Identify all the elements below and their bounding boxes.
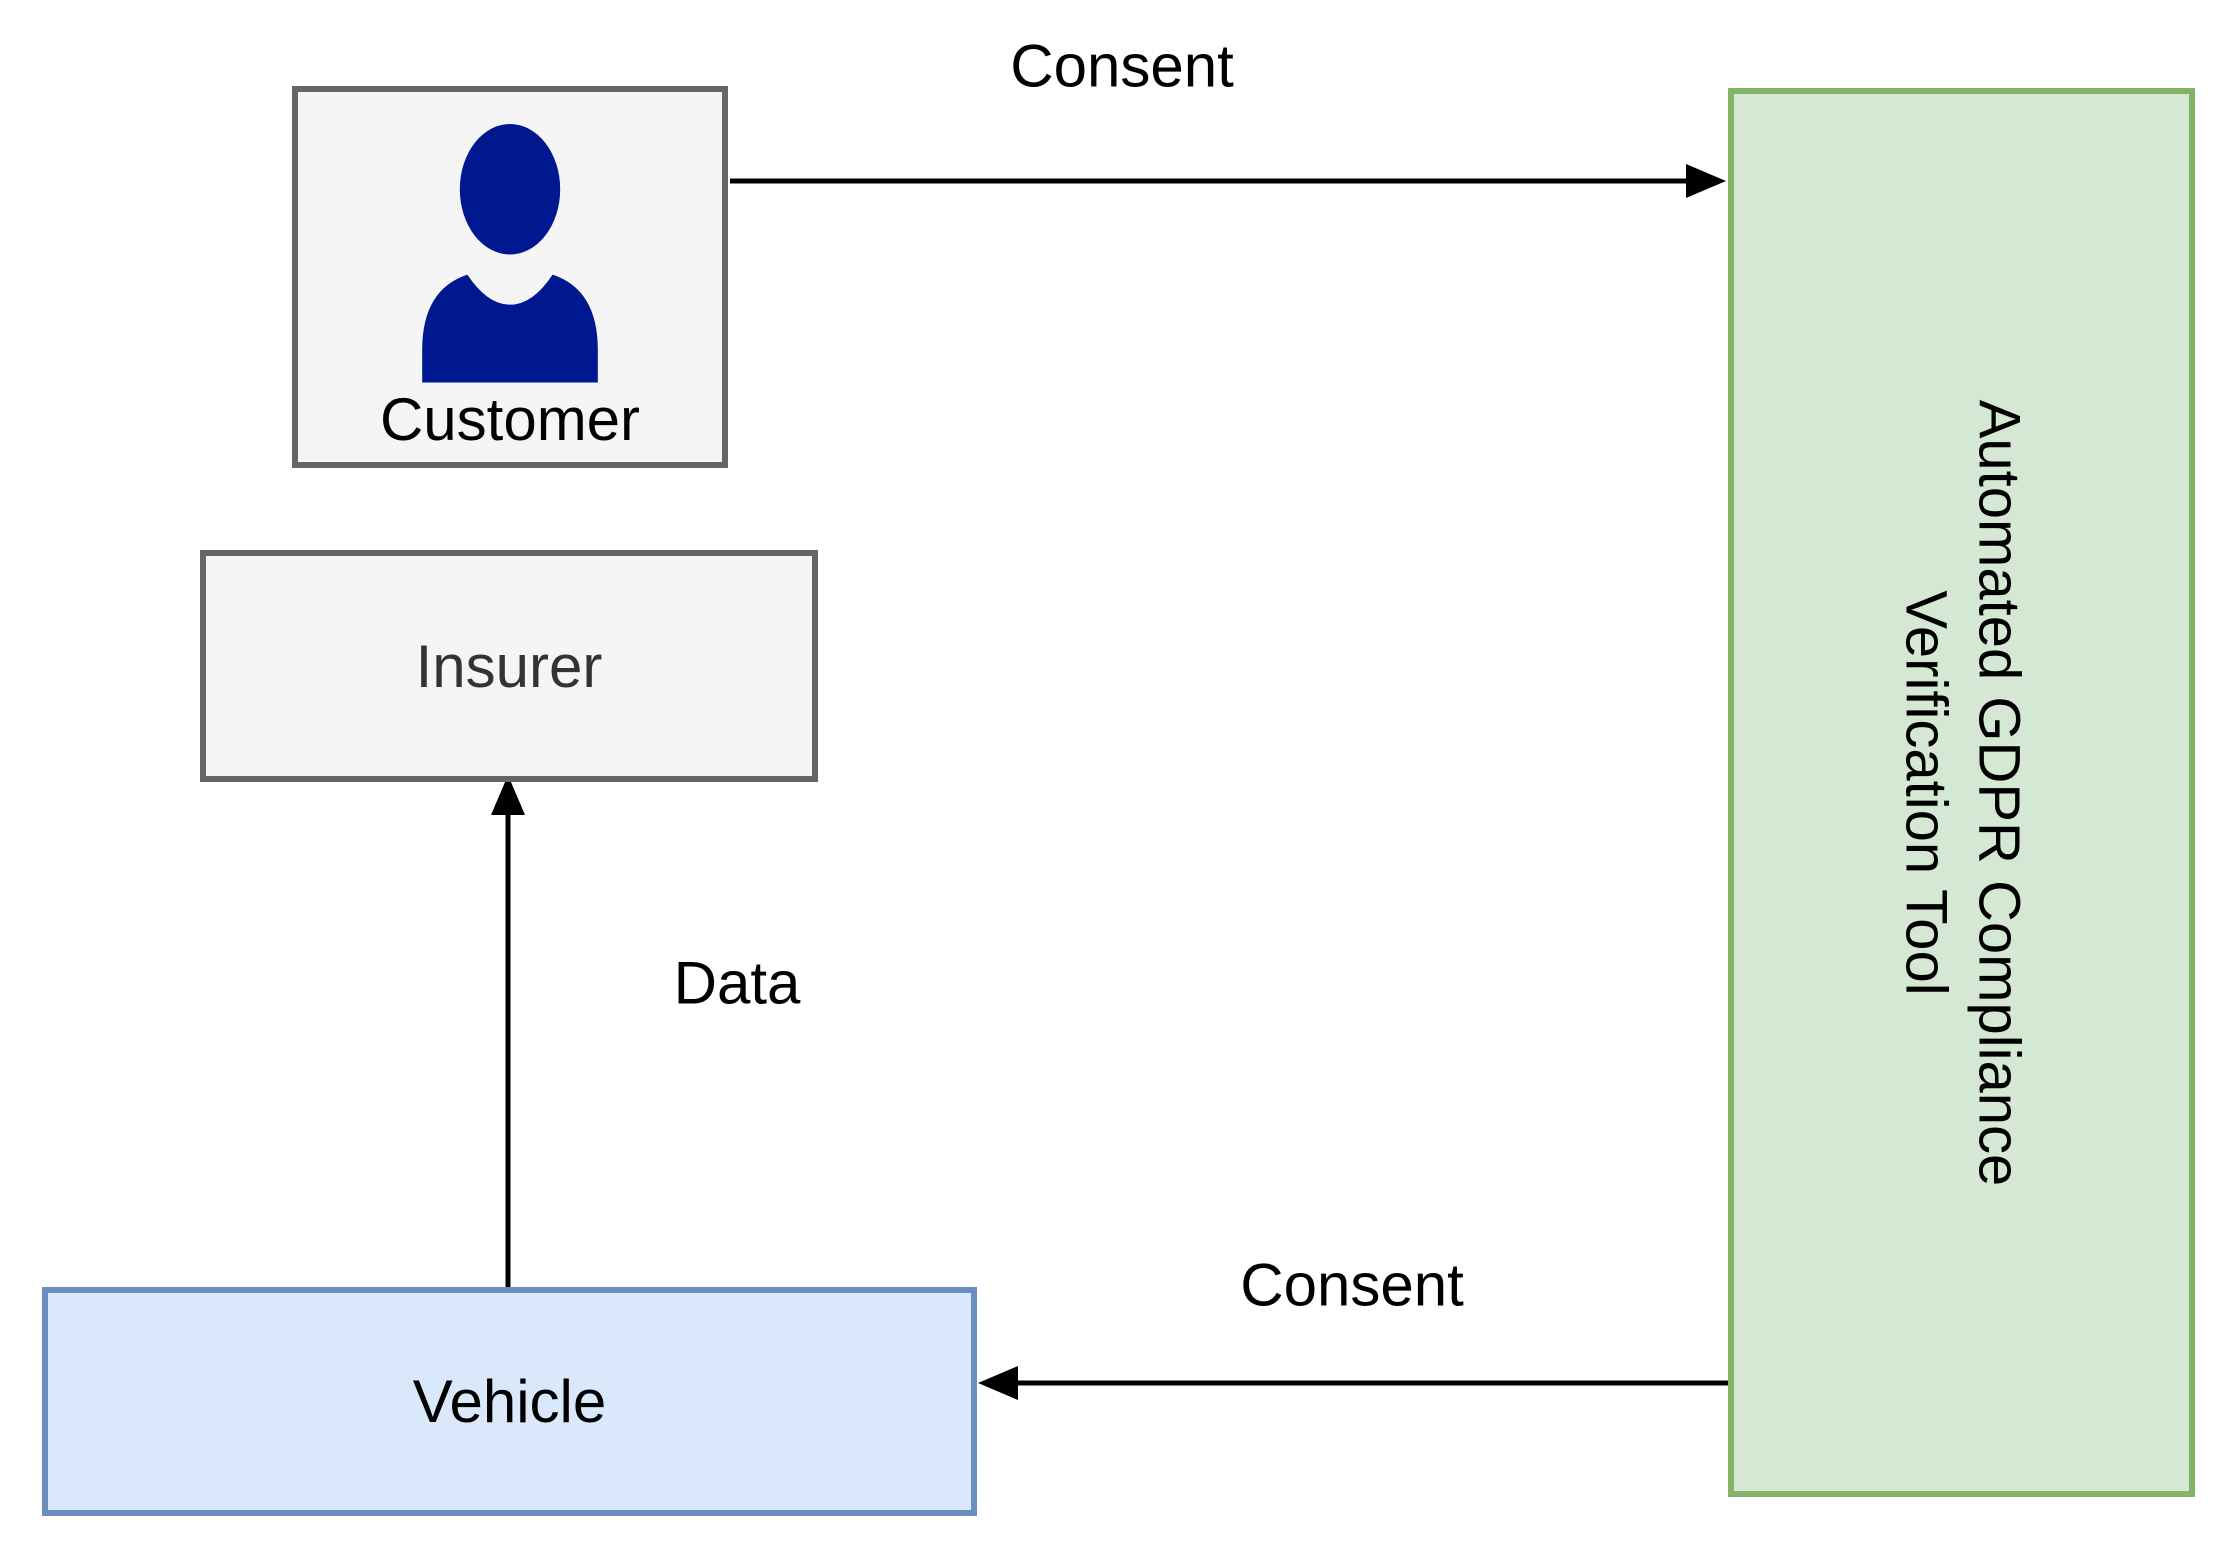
gdpr-tool-node: Automated GDPR Compliance Verification T…	[1728, 88, 2195, 1497]
customer-label: Customer	[379, 386, 641, 453]
edge-label-data: Data	[667, 948, 807, 1018]
gdpr-tool-label-line1: Automated GDPR Compliance	[1966, 399, 2031, 1186]
edge-label-consent-bottom: Consent	[1234, 1250, 1470, 1320]
arrowhead-left-icon	[978, 1366, 1018, 1400]
vehicle-node: Vehicle	[42, 1287, 977, 1516]
edge-data-vehicle-to-insurer	[491, 775, 525, 1287]
edge-consent-tool-to-vehicle	[978, 1366, 1728, 1400]
gdpr-tool-label: Automated GDPR Compliance Verification T…	[1889, 143, 2034, 1443]
insurer-label: Insurer	[415, 632, 603, 700]
edge-consent-customer-to-tool	[730, 164, 1726, 198]
insurer-node: Insurer	[200, 550, 818, 782]
arrowhead-right-icon	[1686, 164, 1726, 198]
gdpr-tool-label-line2: Verification Tool	[1893, 589, 1959, 996]
customer-node: Customer	[292, 86, 728, 468]
person-icon	[422, 124, 598, 383]
edge-label-consent-top: Consent	[1004, 31, 1240, 101]
vehicle-label: Vehicle	[412, 1368, 607, 1435]
